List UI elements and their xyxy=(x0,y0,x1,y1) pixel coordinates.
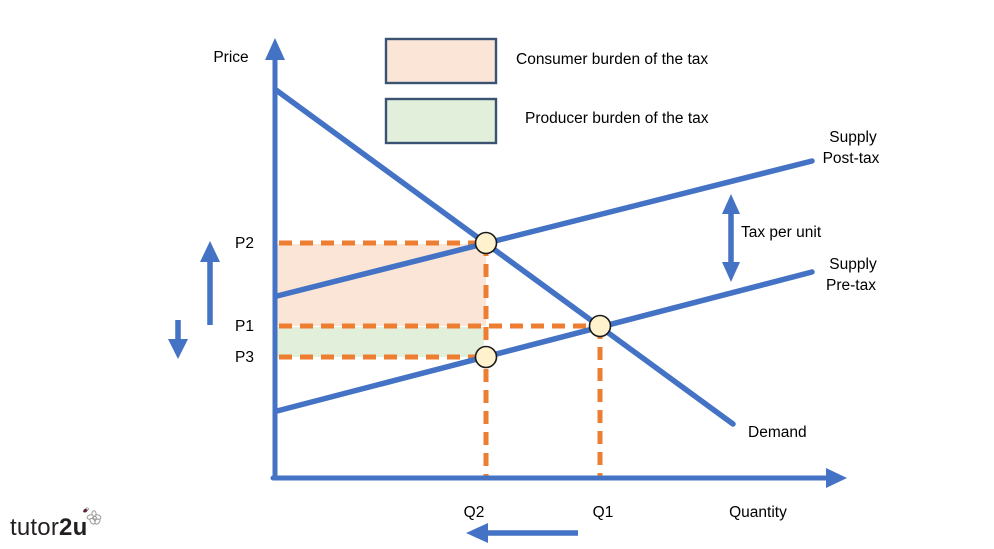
tax-per-unit-label: Tax per unit xyxy=(741,224,822,241)
supply-post-tax-label-line1: Supply xyxy=(829,129,877,146)
price-fall-arrowhead-icon xyxy=(168,339,188,359)
p2-label: P2 xyxy=(235,235,254,252)
logo-text-2u: 2u xyxy=(59,514,88,541)
bee-flower-icon xyxy=(83,507,102,525)
supply-pre-tax-label-line1: Supply xyxy=(829,256,877,273)
tutor2u-logo: tutor2u xyxy=(10,516,87,540)
demand-label: Demand xyxy=(748,424,807,441)
consumer-burden-area xyxy=(277,244,486,326)
tax-per-unit-arrowhead-bottom-icon xyxy=(722,262,740,282)
tax-per-unit-arrowhead-top-icon xyxy=(722,194,740,214)
post-tax-equilibrium-point xyxy=(474,231,498,255)
p3-label: P3 xyxy=(235,349,254,366)
supply-pre-tax-label-line2: Pre-tax xyxy=(826,277,876,294)
legend-producer-label: Producer burden of the tax xyxy=(525,110,709,127)
demand-curve xyxy=(273,87,736,427)
q1-label: Q1 xyxy=(593,504,614,521)
legend-consumer-label: Consumer burden of the tax xyxy=(516,51,708,68)
quantity-axis-label: Quantity xyxy=(729,504,787,521)
quantity-axis-arrowhead-icon xyxy=(826,468,847,488)
logo-text-tutor: tutor xyxy=(10,514,60,541)
supply-pre-tax-curve xyxy=(274,269,815,414)
supply-post-tax-curve xyxy=(274,158,815,299)
producer-price-point xyxy=(474,345,498,369)
price-axis-label: Price xyxy=(213,49,248,66)
legend-producer-swatch xyxy=(384,97,498,145)
pre-tax-equilibrium-point xyxy=(588,314,612,338)
quantity-decrease-arrowhead-icon xyxy=(466,523,488,543)
supply-post-tax-label-line2: Post-tax xyxy=(823,150,880,167)
producer-burden-area xyxy=(277,327,484,357)
legend-consumer-swatch xyxy=(384,37,498,85)
price-axis-arrowhead-icon xyxy=(265,38,285,60)
q2-label: Q2 xyxy=(464,504,485,521)
p1-label: P1 xyxy=(235,318,254,335)
price-rise-arrowhead-icon xyxy=(200,241,220,262)
